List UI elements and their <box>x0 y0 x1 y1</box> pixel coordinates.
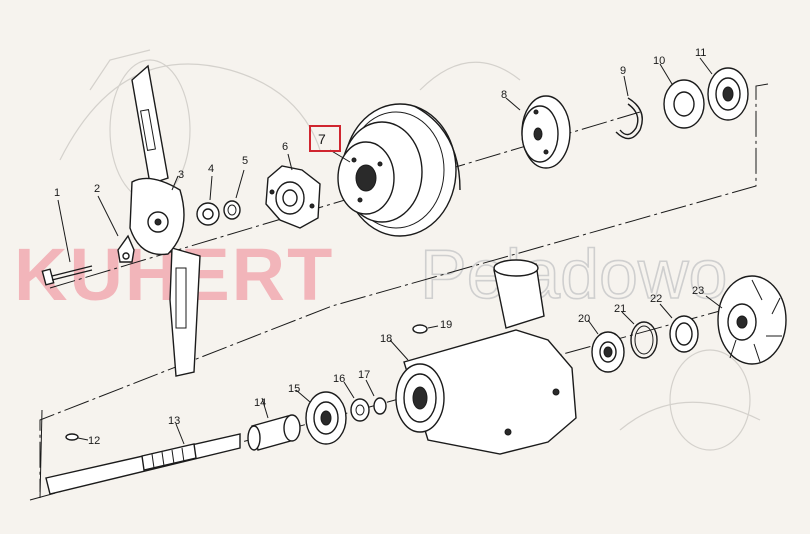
label-part-14: 14 <box>254 397 266 409</box>
part-12-key <box>65 433 89 441</box>
label-part-12: 12 <box>88 435 100 447</box>
part-18-housing <box>389 259 577 455</box>
label-part-15: 15 <box>288 383 300 395</box>
label-part-1: 1 <box>54 187 60 199</box>
part-5-washer <box>223 169 245 220</box>
part-22-seal <box>659 303 699 353</box>
highlight-box-part-7: 7 <box>309 125 341 152</box>
part-14-sleeve <box>247 397 301 451</box>
part-7-pulley <box>329 103 461 237</box>
label-part-3: 3 <box>178 169 184 181</box>
part-9-snap-ring <box>615 75 643 140</box>
label-part-4: 4 <box>208 163 214 175</box>
part-11-bearing <box>699 57 749 121</box>
label-part-13: 13 <box>168 415 180 427</box>
label-part-20: 20 <box>578 313 590 325</box>
watermark-brand-gray: Peladowo <box>420 235 727 313</box>
label-part-21: 21 <box>614 303 626 315</box>
part-8-flange <box>505 95 571 169</box>
label-part-7: 7 <box>318 131 326 147</box>
label-part-23: 23 <box>692 285 704 297</box>
part-4-nut <box>196 175 220 226</box>
label-part-17: 17 <box>358 369 370 381</box>
label-part-22: 22 <box>650 293 662 305</box>
label-part-8: 8 <box>501 89 507 101</box>
label-part-6: 6 <box>282 141 288 153</box>
part-20-seal <box>587 319 625 373</box>
label-part-16: 16 <box>333 373 345 385</box>
part-16-ring <box>343 381 370 422</box>
part-13-shaft <box>45 423 241 495</box>
part-23-impeller <box>705 275 787 365</box>
label-part-10: 10 <box>653 55 665 67</box>
label-part-9: 9 <box>620 65 626 77</box>
part-10-seal <box>659 63 705 129</box>
label-part-18: 18 <box>380 333 392 345</box>
part-17-washer <box>365 379 387 415</box>
part-19-plug <box>412 324 439 334</box>
label-part-5: 5 <box>242 155 248 167</box>
part-3-fan <box>129 64 201 377</box>
label-part-2: 2 <box>94 183 100 195</box>
part-21-o-ring <box>621 311 658 359</box>
part-1-bolt <box>41 199 93 286</box>
part-6-hub <box>265 153 321 229</box>
part-15-bearing <box>295 389 347 445</box>
part-labels: 1 2 3 4 5 6 8 9 10 11 12 13 14 15 16 17 … <box>54 47 706 447</box>
part-2-lock-plate <box>97 195 135 263</box>
label-part-11: 11 <box>695 47 706 59</box>
label-part-19: 19 <box>440 319 452 331</box>
